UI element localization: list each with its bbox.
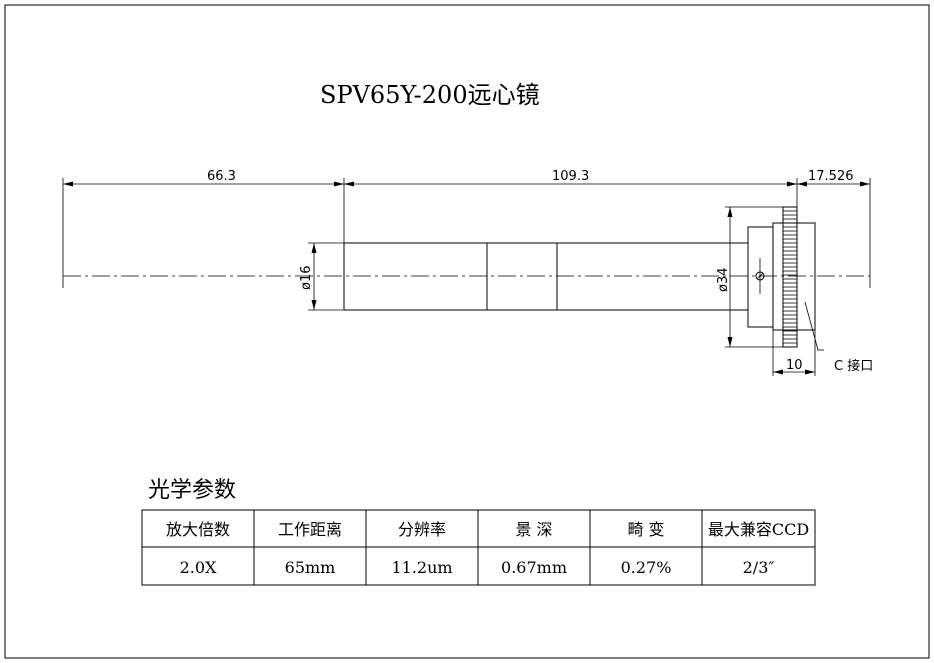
spec-value: 2.0X [180, 558, 217, 577]
dim-mount-width: 10 [786, 358, 803, 373]
length-dimensions: 66.3 109.3 17.526 [62, 169, 871, 288]
c-mount-assembly [747, 206, 816, 348]
lens-tube [343, 242, 748, 311]
mount-callout-label: C 接口 [834, 358, 873, 374]
dim-tube-diameter: ø16 [299, 266, 314, 291]
dim-left-length: 66.3 [207, 169, 236, 184]
mount-diameter-dimension: ø34 [716, 206, 783, 348]
sheet-border [4, 4, 930, 659]
drawing-title: SPV65Y-200远心镜 [320, 81, 540, 109]
spec-header: 畸 变 [627, 520, 664, 539]
dim-right-length: 17.526 [808, 169, 854, 184]
spec-value: 11.2um [391, 558, 452, 577]
mount-width-dimension: 10 [772, 330, 816, 376]
tube-diameter-dimension: ø16 [299, 242, 344, 311]
specs-table: 放大倍数 工作距离 分辨率 景 深 畸 变 最大兼容CCD 2.0X 65mm 11.2um 0.… [141, 509, 816, 586]
spec-value: 0.27% [621, 558, 672, 577]
spec-value: 2/3″ [743, 558, 775, 577]
spec-header: 放大倍数 [166, 520, 230, 539]
spec-header: 景 深 [515, 520, 552, 539]
spec-value: 65mm [285, 558, 336, 577]
spec-value: 0.67mm [501, 558, 567, 577]
callout-leader [804, 301, 824, 351]
dim-middle-length: 109.3 [552, 169, 589, 184]
spec-header: 最大兼容CCD [708, 520, 809, 539]
specs-heading: 光学参数 [148, 478, 236, 503]
spec-header: 分辨率 [398, 520, 446, 539]
spec-header: 工作距离 [278, 520, 342, 539]
dim-mount-diameter: ø34 [716, 268, 731, 293]
